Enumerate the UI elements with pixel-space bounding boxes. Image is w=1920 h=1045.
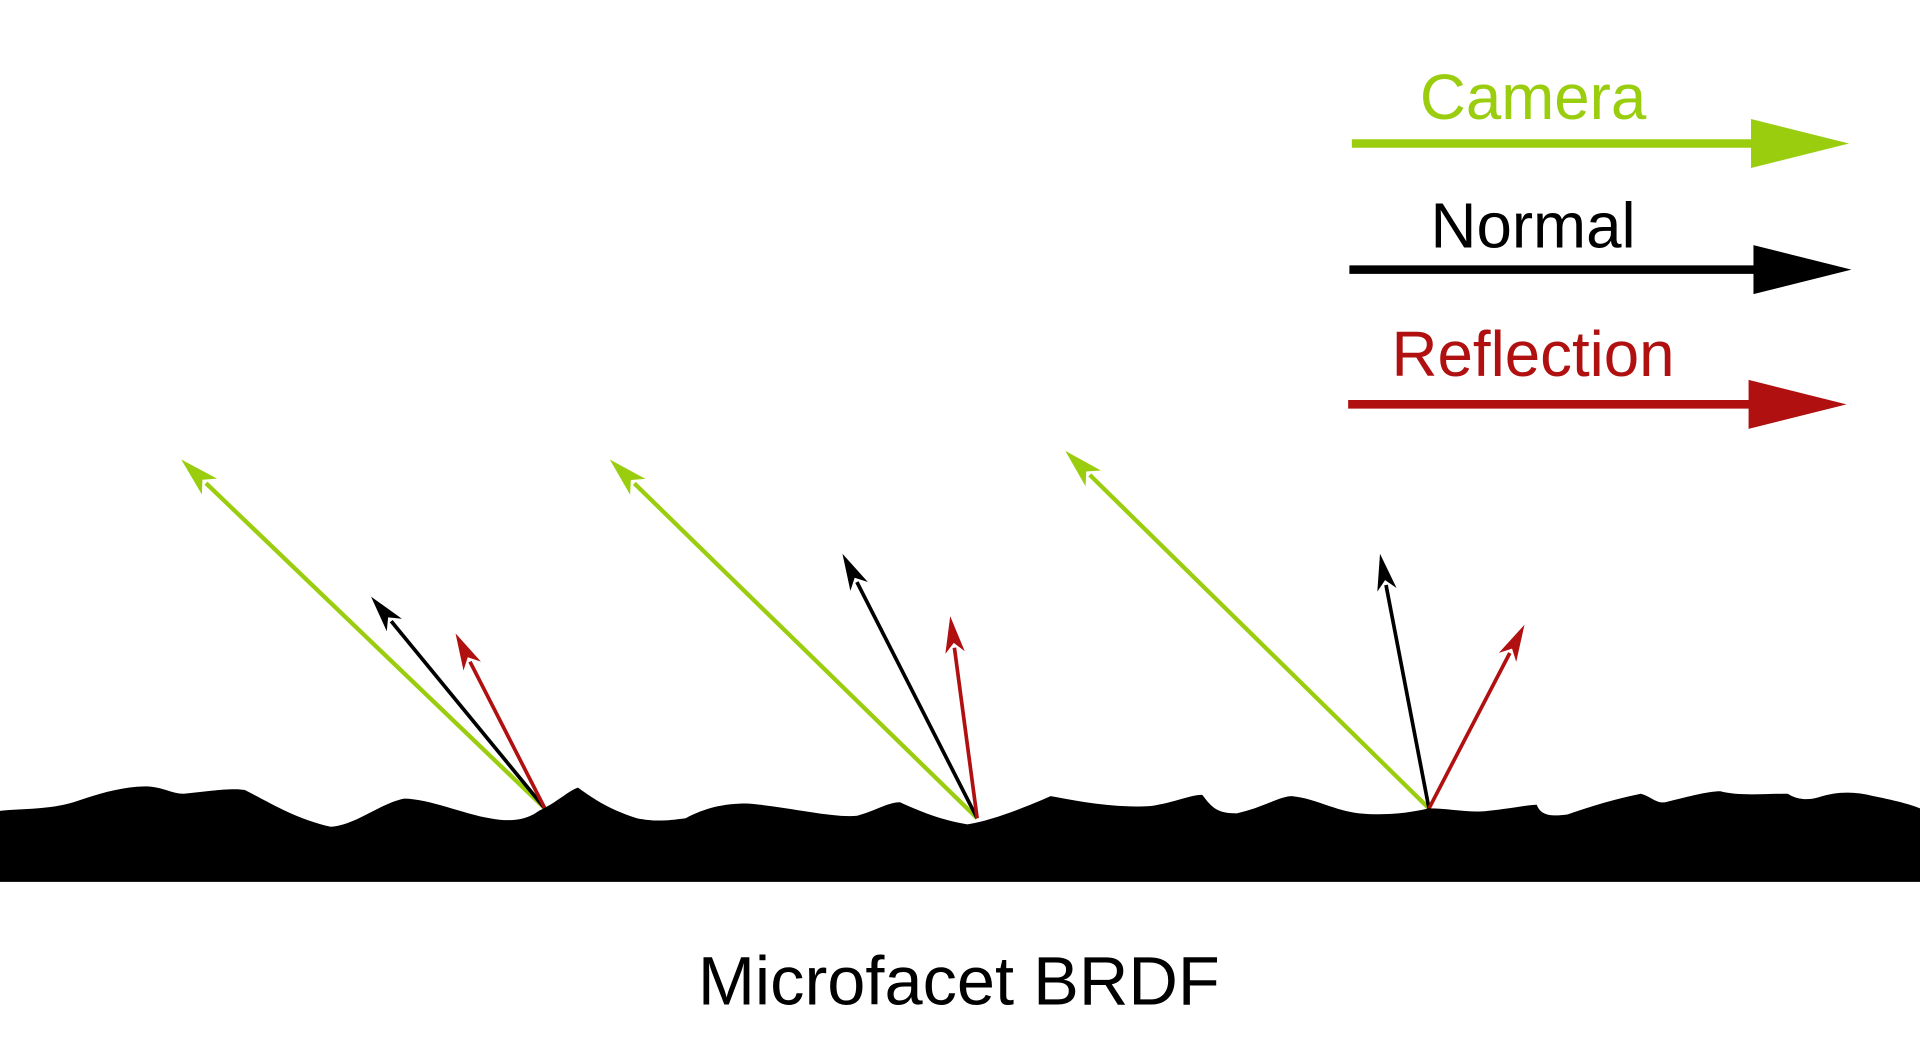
camera-arrowhead-1 (181, 459, 218, 495)
legend: Camera Normal Reflection (1348, 62, 1852, 429)
camera-ray-1 (204, 481, 547, 810)
reflection-arrowhead-2 (945, 616, 965, 654)
legend-reflection-arrowhead (1748, 379, 1847, 429)
legend-reflection-label: Reflection (1392, 319, 1675, 390)
legend-camera-arrowhead (1751, 119, 1849, 169)
normal-arrowhead-1 (371, 596, 402, 632)
camera-ray-2 (632, 481, 979, 820)
rough-surface (0, 786, 1920, 882)
legend-normal-arrowhead (1753, 245, 1852, 295)
normal-ray-1 (389, 620, 547, 810)
reflection-arrowhead-1 (455, 633, 481, 671)
camera-arrowhead-2 (609, 459, 646, 495)
camera-ray-3 (1088, 473, 1431, 810)
diagram-title: Microfacet BRDF (698, 942, 1220, 1019)
legend-camera-label: Camera (1420, 62, 1647, 133)
normal-arrowhead-3 (1377, 553, 1397, 592)
reflection-ray-3 (1427, 652, 1512, 810)
reflection-ray-2 (952, 647, 979, 819)
reflection-arrowhead-3 (1498, 624, 1525, 662)
normal-arrowhead-2 (842, 553, 868, 591)
normal-ray-2 (855, 581, 979, 820)
reflection-ray-1 (468, 660, 547, 810)
normal-ray-3 (1384, 584, 1431, 809)
legend-normal-label: Normal (1430, 191, 1635, 262)
ray-arrows (181, 450, 1525, 820)
camera-arrowhead-3 (1065, 450, 1101, 487)
